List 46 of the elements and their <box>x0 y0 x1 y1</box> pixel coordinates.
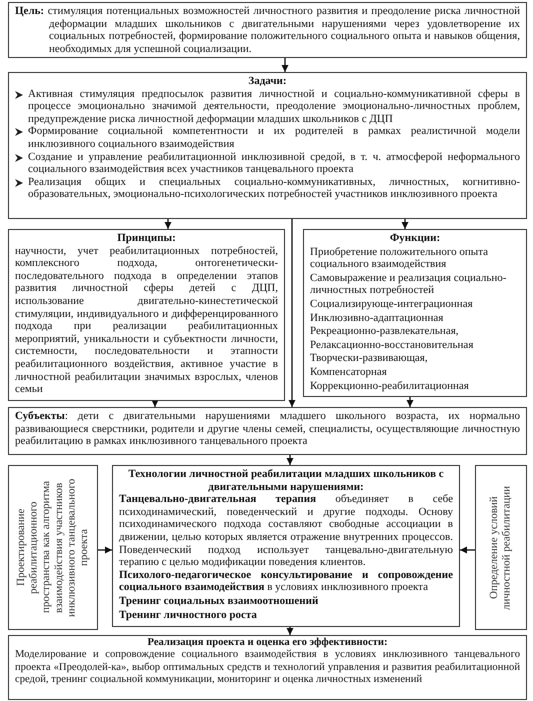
box-heading: Функции: <box>388 232 442 245</box>
box-text: Психолого-педагогическое консультирование и сопровождение социального взаимодействия в условиях инклюзивного проекта <box>119 568 453 594</box>
list-item: Активная стимуляция предпосылок развития личностной и социально-коммуникативной сферы в процессе эмоционально значимой деятельности, преодоление эмоционально-личностных проблем, предупреждение риска личностной деформации младших школьников с ДЦП <box>28 88 520 126</box>
box-text: научности, учет реабилитационных потребностей, комплексного подхода, онтогенетически-последовательного подхода в определении этапов развития личностной сферы детей с ДЦП, использование двигательно-кинестетической стимуляции, индивидуального и дифференцированного подхода при реализации реабилитационных мероприятий, уникальности и субъектности личности, системности, последовательности и этапности реабилитационного воздействия, активное участие в личностной реабилитации значимых взрослых, членов семьи <box>15 244 278 396</box>
arrow <box>164 219 172 229</box>
arrow <box>402 219 408 229</box>
box-heading: Реализация проекта и оценка его эффективности: <box>146 637 388 650</box>
arrow <box>406 397 414 407</box>
box-text: Определение условий личностной реабилитации <box>488 484 514 612</box>
box-text: Танцевально-двигательная терапия объединяет в себе психодинамический, поведенческий и другие подходы. Основу психодинамического подхода составляют свободные ассоциации в движении, целью которых является отражение внутренних процессов. Поведенческий подход использует танцевально-двигательную терапию с целью модификации поведения клиентов. <box>119 493 453 569</box>
arrow <box>98 546 112 554</box>
arrow <box>286 627 294 635</box>
process-box <box>8 407 527 455</box>
list-item: Приобретение положительного опыта социального взаимодействия <box>310 246 490 271</box>
process-box <box>8 229 285 401</box>
list-item: Коррекционно-реабилитационная <box>310 380 470 392</box>
arrow <box>286 455 294 465</box>
process-box <box>475 465 527 630</box>
list-item: Релаксационно-восстановительная <box>310 338 474 352</box>
process-box <box>303 229 527 397</box>
process-box <box>112 465 460 627</box>
arrow <box>460 546 475 554</box>
arrow <box>288 219 296 407</box>
list-item: Рекреационно-развлекательная, <box>310 325 460 338</box>
arrow <box>152 400 158 407</box>
process-box <box>8 72 527 219</box>
process-box <box>8 465 98 630</box>
box-text: Цель: стимуляция потенциальных возможностей личностного развития и преодоление риска личностной деформации младших школьников с двигательными нарушениями через удовлетворение их социальных потребностей, формирование положительного социального опыта и навыков общения, необходимых для успешной социализации. <box>15 5 520 56</box>
box-heading: Принципы: <box>116 232 177 245</box>
box-text: Субъекты: дети с двигательными нарушениями младшего школьного возраста, их нормально развивающиеся сверстники, родители и другие члены семей, специалисты, осуществляющие личностную реабилитацию в рамках инклюзивного танцевального проекта <box>15 410 520 448</box>
list-item: Социализирующе-интеграционная <box>310 298 474 311</box>
list-item: Инклюзивно-адаптационная <box>310 312 444 324</box>
process-box <box>8 635 527 700</box>
arrow <box>282 58 288 72</box>
list-item: Реализация общих и специальных социально-коммуникативных, личностных, когнитивно-образовательных, эмоционально-психологических потребностей участников инклюзивного проекта <box>28 176 520 201</box>
list-item: Творчески-развивающая, <box>310 352 429 365</box>
box-text: Проектирование реабилитационного пространства как алгоритма взаимодействия участников инклюзивного танцевального проекта <box>15 477 91 619</box>
box-text: Моделирование и сопровождение социального взаимодействия в условиях инклюзивного танцевального проекта «Преодолей-ка», выбор оптимальных средств и технологий управления и развития реабилитационной средой, тренинг социальной коммуникации, мониторинг и оценка личностных изменений <box>15 649 520 687</box>
box-heading: Технологии личностной реабилитации младших школьников с двигательными нарушениями: <box>127 468 445 494</box>
box-heading: Задачи: <box>247 75 288 88</box>
list-item: Самовыражение и реализация социально-личностных потребностей <box>310 272 508 297</box>
box-heading: Тренинг социальных взаимоотношений <box>119 594 320 608</box>
list-item: Создание и управление реабилитационной инклюзивной средой, в т. ч. атмосферой неформального социального взаимодействия всех участников танцевального проекта <box>28 150 520 176</box>
box-heading: Тренинг личностного роста <box>119 608 258 622</box>
list-item: Формирование социальной компетентности и их родителей в рамках реалистичной модели инклюзивного социального взаимодействия <box>28 125 520 151</box>
list-item: Компенсаторная <box>310 366 388 379</box>
